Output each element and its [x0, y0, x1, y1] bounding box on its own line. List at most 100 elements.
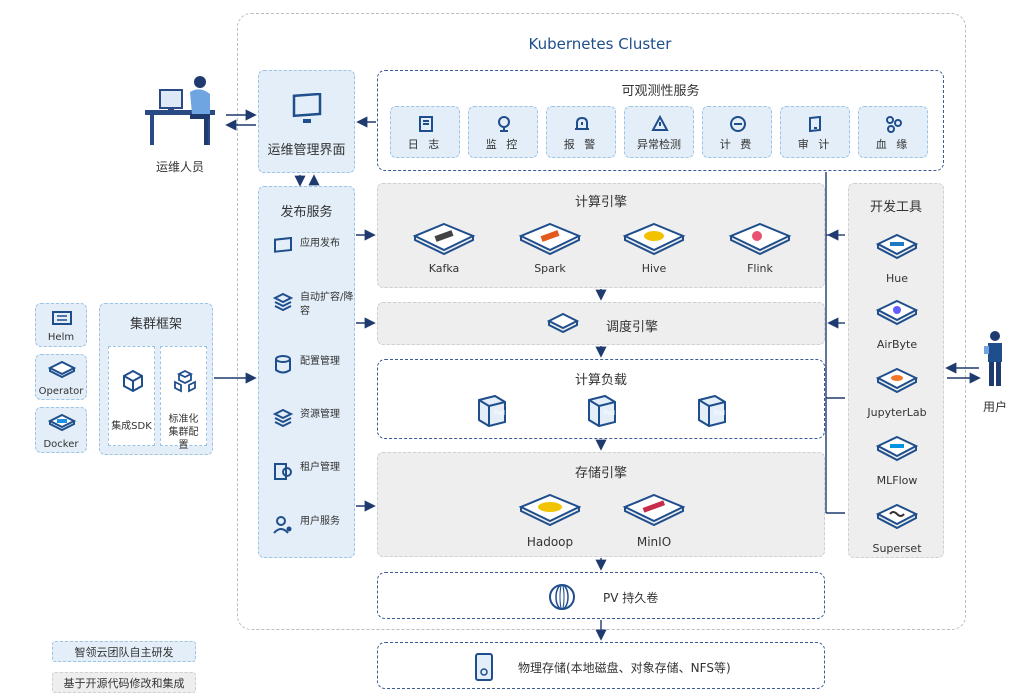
engine-flink: Flink	[727, 220, 793, 276]
ops-person-illustration	[140, 70, 225, 154]
dev-tools: 开发工具 Hue AirByte JupyterLab MLFlow Super…	[848, 183, 944, 558]
monitor-probe-icon	[498, 116, 510, 132]
ops-person-label: 运维人员	[155, 160, 204, 174]
helm-label: Helm	[47, 332, 75, 343]
left-tool-operator: Operator	[35, 354, 87, 400]
obs-item-billing: 计 费	[702, 106, 772, 158]
tool-airbyte: AirByte	[849, 298, 945, 358]
physical-storage-label: 物理存储(本地磁盘、对象存储、NFS等)	[518, 661, 731, 675]
hue-logo-icon	[875, 233, 919, 260]
tool-superset: Superset	[849, 502, 945, 562]
storage-minio: MinIO	[621, 491, 687, 551]
pod-3: Pod	[695, 392, 729, 432]
publish-item-user: 用户服务	[272, 509, 357, 549]
sdk-cube-icon	[123, 369, 143, 393]
publish-item-config: 配置管理	[272, 349, 357, 389]
airbyte-logo-icon	[875, 299, 919, 326]
user-illustration	[983, 330, 1007, 392]
pv-persistent-volume: PV 持久卷	[377, 572, 825, 619]
user-service-icon	[273, 516, 292, 534]
storage-engine-title: 存储引擎	[574, 466, 627, 481]
alarm-icon	[575, 116, 589, 130]
app-release-icon	[274, 236, 292, 253]
audit-icon	[809, 115, 821, 133]
helm-icon	[52, 311, 72, 325]
kafka-logo-icon	[412, 222, 476, 256]
publish-item-resource: 资源管理	[272, 402, 357, 442]
publish-item-app-release: 应用发布	[272, 231, 357, 271]
engine-spark: Spark	[517, 220, 583, 276]
autoscale-icon	[272, 292, 294, 312]
compute-load-title: 计算负载	[574, 373, 627, 388]
mlflow-logo-icon	[875, 435, 919, 462]
storage-hadoop: Hadoop	[517, 491, 583, 551]
operator-icon	[48, 360, 76, 379]
obs-item-log: 日 志	[390, 106, 460, 158]
sdk-box: 集成SDK	[108, 346, 155, 446]
ops-ui-label: 运维管理界面	[267, 143, 346, 158]
cluster-framework-title: 集群框架	[129, 317, 182, 332]
config-box: 标准化集群配置	[160, 346, 207, 451]
config-icon	[275, 355, 291, 374]
spark-logo-icon	[518, 222, 582, 256]
hadoop-logo-icon	[518, 493, 582, 527]
obs-item-monitor: 监 控	[468, 106, 538, 158]
compute-engine-title: 计算引擎	[574, 195, 627, 210]
compute-engine: 计算引擎 Kafka Spark Hive Flink	[377, 183, 825, 288]
billing-icon	[730, 116, 746, 132]
operator-label: Operator	[38, 386, 84, 397]
jupyter-logo-icon	[875, 367, 919, 394]
obs-item-audit: 审 计	[780, 106, 850, 158]
obs-item-alarm: 报 警	[546, 106, 616, 158]
legend-self-developed-label: 智领云团队自主研发	[74, 645, 174, 659]
pod-2: Pod	[585, 392, 619, 432]
cluster-title: Kubernetes Cluster	[528, 35, 672, 53]
dev-tools-title: 开发工具	[869, 200, 922, 215]
left-tool-docker: Docker	[35, 407, 87, 453]
observability-title: 可观测性服务	[621, 84, 700, 99]
schedule-engine-label: 调度引擎	[606, 320, 659, 335]
legend-open-source: 基于开源代码修改和集成	[52, 672, 196, 693]
observability-service: 可观测性服务 日 志 监 控 报 警 异常检测 计 费 审 计 血 缘	[377, 70, 944, 171]
tool-mlflow: MLFlow	[849, 434, 945, 494]
document-icon	[419, 116, 433, 132]
publish-title: 发布服务	[280, 205, 333, 220]
tenant-icon	[274, 463, 292, 480]
legend-open-source-label: 基于开源代码修改和集成	[63, 676, 185, 690]
physical-storage: 物理存储(本地磁盘、对象存储、NFS等)	[377, 642, 825, 689]
pod-1: Pod	[475, 392, 509, 432]
flink-logo-icon	[728, 222, 792, 256]
user-label: 用户	[982, 400, 1007, 414]
left-tool-helm: Helm	[35, 303, 87, 347]
config-cubes-icon	[174, 369, 196, 393]
hive-logo-icon	[622, 222, 686, 256]
config-label: 标准化集群配置	[168, 414, 199, 451]
legend-self-developed: 智领云团队自主研发	[52, 641, 196, 662]
docker-label: Docker	[43, 439, 79, 450]
minio-logo-icon	[622, 493, 686, 527]
cluster-framework: 集群框架 集成SDK 标准化集群配置	[99, 303, 213, 455]
sdk-label: 集成SDK	[111, 421, 152, 432]
pv-disk-icon	[549, 584, 575, 610]
superset-logo-icon	[875, 503, 919, 530]
ops-management-ui: 运维管理界面	[258, 70, 355, 173]
publish-item-tenant: 租户管理	[272, 455, 357, 495]
pod-icon	[588, 394, 616, 428]
tool-hue: Hue	[849, 232, 945, 292]
monitor-icon	[292, 93, 322, 123]
engine-hive: Hive	[621, 220, 687, 276]
compute-load: 计算负载 Pod Pod Pod	[377, 359, 825, 439]
warning-icon	[651, 114, 669, 131]
storage-engine: 存储引擎 Hadoop MinIO	[377, 452, 825, 557]
pod-icon	[698, 394, 726, 428]
obs-item-anomaly: 异常检测	[624, 106, 694, 158]
tool-jupyterlab: JupyterLab	[849, 366, 945, 426]
pv-label: PV 持久卷	[603, 591, 659, 605]
publish-item-autoscale: 自动扩容/降容	[272, 287, 357, 327]
engine-kafka: Kafka	[411, 220, 477, 276]
publish-service: 发布服务 应用发布 自动扩容/降容 配置管理 资源管理 租户管理 用户服务	[258, 186, 355, 558]
pod-icon	[478, 394, 506, 428]
storage-device-icon	[475, 653, 493, 681]
lineage-icon	[886, 116, 902, 133]
